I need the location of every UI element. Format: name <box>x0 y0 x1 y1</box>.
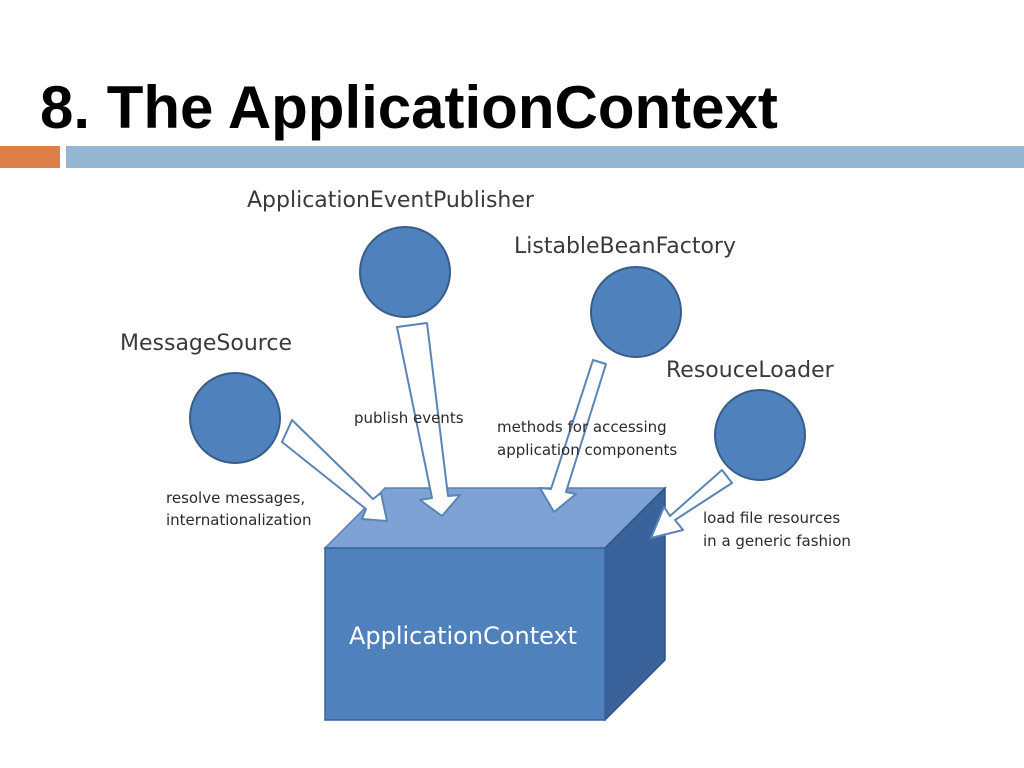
circle-applicationeventpublisher <box>359 226 451 318</box>
title-accent-blue-bar <box>66 146 1024 168</box>
desc-messagesource-line1: resolve messages, <box>166 489 305 507</box>
desc-messagesource-line2: internationalization <box>166 511 311 529</box>
desc-resourceloader-line2: in a generic fashion <box>703 532 851 550</box>
label-applicationeventpublisher: ApplicationEventPublisher <box>247 188 535 213</box>
box-label: ApplicationContext <box>349 622 577 650</box>
desc-listablebeanfactory-line2: application components <box>497 441 677 459</box>
arrow-publish-events <box>396 322 461 517</box>
arrow-resourceloader <box>650 469 733 539</box>
circle-listablebeanfactory <box>590 266 682 358</box>
arrow-listablebeanfactory <box>539 359 607 513</box>
desc-listablebeanfactory-line1: methods for accessing <box>497 418 667 436</box>
circle-resourceloader <box>714 389 806 481</box>
label-messagesource: MessageSource <box>120 331 292 356</box>
desc-resourceloader-line1: load file resources <box>703 509 840 527</box>
label-listablebeanfactory: ListableBeanFactory <box>514 234 736 259</box>
arrow-messagesource <box>281 419 388 522</box>
desc-publish-events: publish events <box>354 409 464 427</box>
slide-title: 8. The ApplicationContext <box>40 74 778 141</box>
circle-messagesource <box>189 372 281 464</box>
applicationcontext-box: ApplicationContext <box>323 486 667 722</box>
label-resourceloader: ResouceLoader <box>666 358 835 383</box>
title-accent-orange-bar <box>0 146 60 168</box>
box-front-face <box>324 547 606 721</box>
